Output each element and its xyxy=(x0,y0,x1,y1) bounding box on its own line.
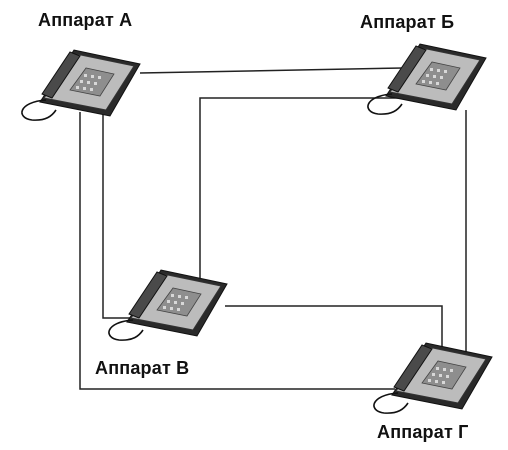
wire-a-v xyxy=(102,110,135,319)
label-apparatus-b: Аппарат Б xyxy=(360,12,455,32)
telephone-icon xyxy=(21,49,141,121)
label-apparatus-a: Аппарат А xyxy=(38,10,133,30)
wire-b-v xyxy=(199,97,400,280)
wire-v-g xyxy=(225,305,443,350)
telephone-icon xyxy=(108,269,228,341)
connection-lines xyxy=(79,67,467,390)
label-apparatus-v: Аппарат В xyxy=(95,358,190,378)
label-apparatus-g: Аппарат Г xyxy=(377,422,469,442)
telephone-icon xyxy=(367,43,487,115)
telephone-icon xyxy=(373,342,493,414)
wire-a-g xyxy=(79,112,395,390)
wire-a-b xyxy=(139,67,404,74)
